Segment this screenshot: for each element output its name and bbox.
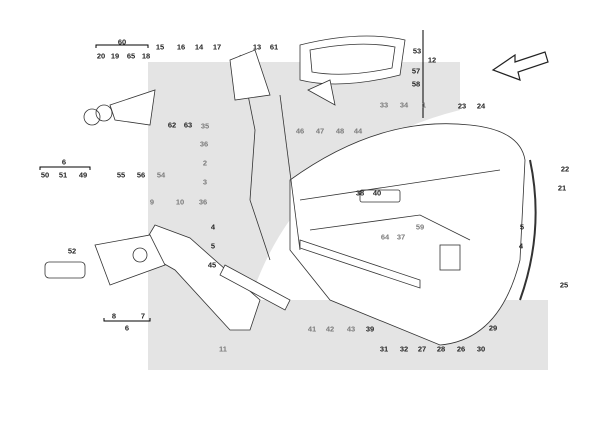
callout-44: 44 xyxy=(353,126,363,136)
callout-33: 33 xyxy=(379,100,389,110)
callout-54: 54 xyxy=(156,170,166,180)
callout-55: 55 xyxy=(116,170,126,180)
callout-39: 39 xyxy=(365,324,375,334)
callout-47: 47 xyxy=(315,126,325,136)
callout-62: 62 xyxy=(167,120,177,130)
callout-20: 20 xyxy=(96,51,106,61)
callout-51: 51 xyxy=(58,170,68,180)
callout-43: 43 xyxy=(346,324,356,334)
callout-57: 57 xyxy=(411,66,421,76)
callout-5: 5 xyxy=(210,241,216,251)
callout-27: 27 xyxy=(417,344,427,354)
callout-21: 21 xyxy=(557,183,567,193)
callout-35: 35 xyxy=(200,121,210,131)
callout-56: 56 xyxy=(136,170,146,180)
callout-42: 42 xyxy=(325,324,335,334)
callout-7: 7 xyxy=(140,311,146,321)
callout-16: 16 xyxy=(176,42,186,52)
callout-10: 10 xyxy=(175,197,185,207)
callout-50: 50 xyxy=(40,170,50,180)
callout-63: 63 xyxy=(183,120,193,130)
callout-38: 38 xyxy=(355,188,365,198)
callout-60: 60 xyxy=(117,37,127,47)
callout-14: 14 xyxy=(194,42,204,52)
callout-48: 48 xyxy=(335,126,345,136)
callout-19: 19 xyxy=(110,51,120,61)
callout-6: 6 xyxy=(61,157,67,167)
callout-24: 24 xyxy=(476,101,486,111)
callout-22: 22 xyxy=(560,164,570,174)
callout-9: 9 xyxy=(149,197,155,207)
callout-6b: 6 xyxy=(124,323,130,333)
callout-53: 53 xyxy=(412,46,422,56)
callout-11: 11 xyxy=(219,344,227,354)
callout-2: 2 xyxy=(202,158,208,168)
callout-15: 15 xyxy=(155,42,165,52)
callout-41: 41 xyxy=(307,324,317,334)
callout-34: 34 xyxy=(399,100,409,110)
callout-12: 12 xyxy=(427,55,437,65)
callout-52: 52 xyxy=(67,246,77,256)
callout-23: 23 xyxy=(457,101,467,111)
callout-18: 18 xyxy=(141,51,151,61)
callout-1: 1 xyxy=(421,100,427,110)
bracket-lines xyxy=(39,30,424,322)
callout-45: 45 xyxy=(207,260,217,270)
callout-13: 13 xyxy=(252,42,262,52)
callout-40: 40 xyxy=(372,188,382,198)
callout-49: 49 xyxy=(78,170,88,180)
callout-32: 32 xyxy=(399,344,409,354)
callout-29: 29 xyxy=(488,323,498,333)
callout-64: 64 xyxy=(380,232,390,242)
callout-17: 17 xyxy=(212,42,222,52)
callout-36: 36 xyxy=(199,139,209,149)
callout-8: 8 xyxy=(111,311,117,321)
callout-4: 4 xyxy=(210,222,216,232)
callout-4b: 4 xyxy=(518,241,524,251)
callout-30: 30 xyxy=(476,344,486,354)
callout-31: 31 xyxy=(379,344,389,354)
door-panel xyxy=(289,123,537,346)
callout-61: 61 xyxy=(269,42,279,52)
callout-58: 58 xyxy=(411,79,421,89)
callout-46: 46 xyxy=(295,126,305,136)
callout-28: 28 xyxy=(436,344,446,354)
callout-65: 65 xyxy=(126,51,136,61)
callout-25: 25 xyxy=(559,280,569,290)
direction-arrow-icon xyxy=(491,51,549,81)
callout-36b: 36 xyxy=(198,197,208,207)
window-regulator xyxy=(44,54,301,331)
callout-37: 37 xyxy=(396,232,406,242)
mirror xyxy=(83,35,406,126)
callout-3: 3 xyxy=(202,177,208,187)
callout-5b: 5 xyxy=(519,222,525,232)
callout-59: 59 xyxy=(415,222,425,232)
callout-26: 26 xyxy=(456,344,466,354)
